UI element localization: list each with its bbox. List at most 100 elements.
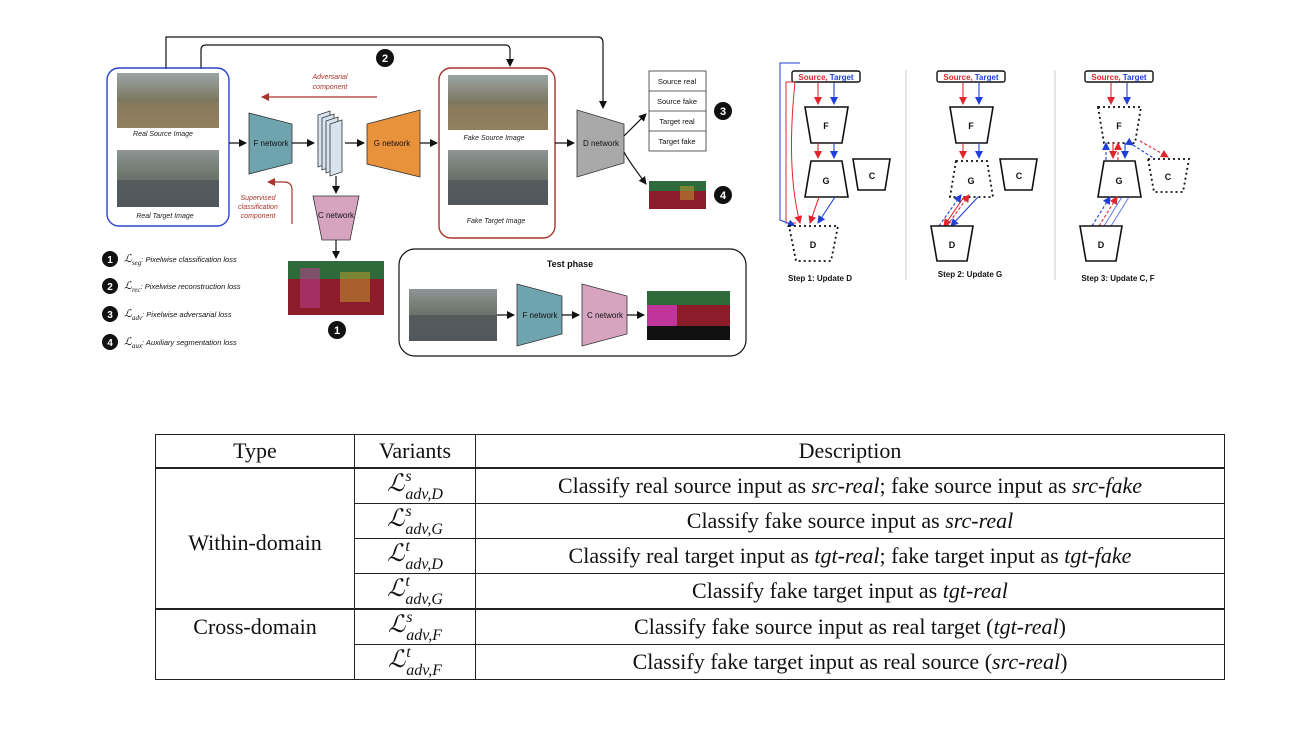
svg-text:F: F — [968, 121, 974, 131]
fake-target-label: Fake Target Image — [467, 218, 526, 225]
table-header-row: Type Variants Description — [155, 434, 1225, 469]
svg-text:Source,Target: Source,Target — [1091, 73, 1147, 82]
svg-text:C: C — [1016, 171, 1023, 181]
header-type: Type — [155, 434, 355, 469]
loss-symbol: ℒ — [387, 576, 405, 603]
real-target-label: Real Target Image — [136, 213, 193, 220]
description-term: src-real — [945, 508, 1014, 533]
description-text: Classify fake source input as — [686, 508, 946, 533]
loss-superscript: t — [406, 644, 411, 661]
svg-text:G: G — [967, 176, 974, 186]
d-output-source-fake: Source fake — [657, 97, 697, 106]
svg-text:2: 2 — [107, 282, 113, 293]
svg-text:F: F — [823, 121, 829, 131]
svg-text:F network: F network — [253, 139, 289, 148]
description-term: tgt-real — [993, 614, 1059, 639]
adversarial-component-label-2: component — [313, 84, 349, 91]
marker-3: 3 — [714, 102, 732, 120]
description-text: ) — [1058, 614, 1066, 639]
svg-text:ℒaux: Auxiliary segmentation l: ℒaux: Auxiliary segmentation loss — [124, 336, 237, 350]
svg-text:C network: C network — [587, 311, 624, 320]
loss-symbol: ℒ — [387, 506, 405, 533]
description-term: tgt-real — [942, 578, 1008, 603]
svg-text:4: 4 — [107, 338, 113, 349]
loss-superscript: s — [405, 503, 412, 520]
step-2-caption: Step 2: Update G — [938, 270, 1002, 279]
description-cell: Classify real target input as tgt-real; … — [475, 538, 1225, 574]
supervised-label-3: component — [241, 213, 277, 220]
description-cell: Classify fake target input as real sourc… — [475, 644, 1225, 680]
header-variants: Variants — [354, 434, 476, 469]
step-3-panel: Source,Target F G C D Step 3: Update C, … — [1079, 70, 1191, 283]
marker-1-output: 1 — [328, 321, 346, 339]
description-text: Classify fake target input as real sourc… — [632, 649, 993, 674]
svg-text:1: 1 — [334, 325, 340, 337]
f-network: F network — [248, 112, 293, 175]
marker-2-top: 2 — [376, 49, 394, 67]
marker-4: 4 — [714, 186, 732, 204]
loss-superscript: s — [405, 468, 412, 485]
step-1-panel: Source,Target F G C D Step 1: Update D — [779, 62, 891, 283]
loss-subscript: adv,D — [405, 486, 443, 503]
loss-symbol: ℒ — [388, 647, 406, 674]
loss-subscript: adv,G — [405, 521, 443, 538]
svg-text:F network: F network — [522, 311, 558, 320]
description-term: src-real — [811, 473, 880, 498]
description-term: tgt-real — [814, 543, 880, 568]
loss-symbol: ℒ — [387, 541, 405, 568]
test-phase-title: Test phase — [547, 259, 593, 269]
description-text: ; fake source input as — [879, 473, 1072, 498]
real-images-frame — [106, 67, 230, 227]
svg-text:F: F — [1116, 121, 1122, 131]
svg-text:C network: C network — [318, 211, 355, 220]
test-c-network — [581, 283, 628, 347]
svg-text:G: G — [822, 176, 829, 186]
loss-superscript: s — [406, 609, 413, 626]
g-network: G network — [366, 109, 421, 178]
step-3-caption: Step 3: Update C, F — [1081, 274, 1154, 283]
description-text: Classify fake source input as real targe… — [634, 614, 994, 639]
header-description: Description — [475, 434, 1225, 469]
description-cell: Classify fake source input as src-real — [475, 503, 1225, 539]
step-2-panel: Source,Target F G C D Step 2: Update G — [930, 70, 1038, 279]
test-f-network — [516, 283, 563, 347]
loss-subscript: adv,G — [405, 591, 443, 608]
loss-subscript: adv,F — [406, 662, 442, 679]
architecture-figure: 2 Real Source Image Real Target Image Ad… — [102, 36, 1191, 357]
svg-text:G network: G network — [374, 139, 411, 148]
d-network: D network — [576, 109, 625, 178]
svg-text:2: 2 — [382, 53, 388, 65]
d-output-target-real: Target real — [659, 117, 695, 126]
description-term: tgt-fake — [1064, 543, 1132, 568]
svg-text:Source,Target: Source,Target — [798, 73, 854, 82]
legend-item-seg: 1 ℒseg: Pixelwise classification loss — [102, 251, 237, 267]
svg-text:C: C — [869, 171, 876, 181]
d-output-source-real: Source real — [658, 77, 697, 86]
svg-text:1: 1 — [107, 255, 113, 266]
svg-text:C: C — [1165, 172, 1172, 182]
test-phase-panel: Test phase F network C network — [398, 248, 747, 357]
svg-text:3: 3 — [107, 310, 113, 321]
d-output-target-fake: Target fake — [658, 137, 695, 146]
description-text: ; fake target input as — [879, 543, 1065, 568]
fake-source-label: Fake Source Image — [463, 135, 524, 142]
svg-text:4: 4 — [720, 190, 727, 202]
test-output-segmentation — [647, 291, 730, 340]
svg-text:D: D — [949, 240, 956, 250]
type-cell: Cross-domain — [155, 608, 355, 680]
supervised-label-2: classification — [238, 204, 278, 211]
legend-item-rec: 2 ℒrec: Pixelwise reconstruction loss — [102, 278, 241, 294]
description-cell: Classify fake target input as tgt-real — [475, 573, 1225, 610]
feedback-arrow-rec — [200, 44, 514, 69]
loss-legend: 1 ℒseg: Pixelwise classification loss 2 … — [102, 251, 241, 350]
svg-text:G: G — [1115, 176, 1122, 186]
